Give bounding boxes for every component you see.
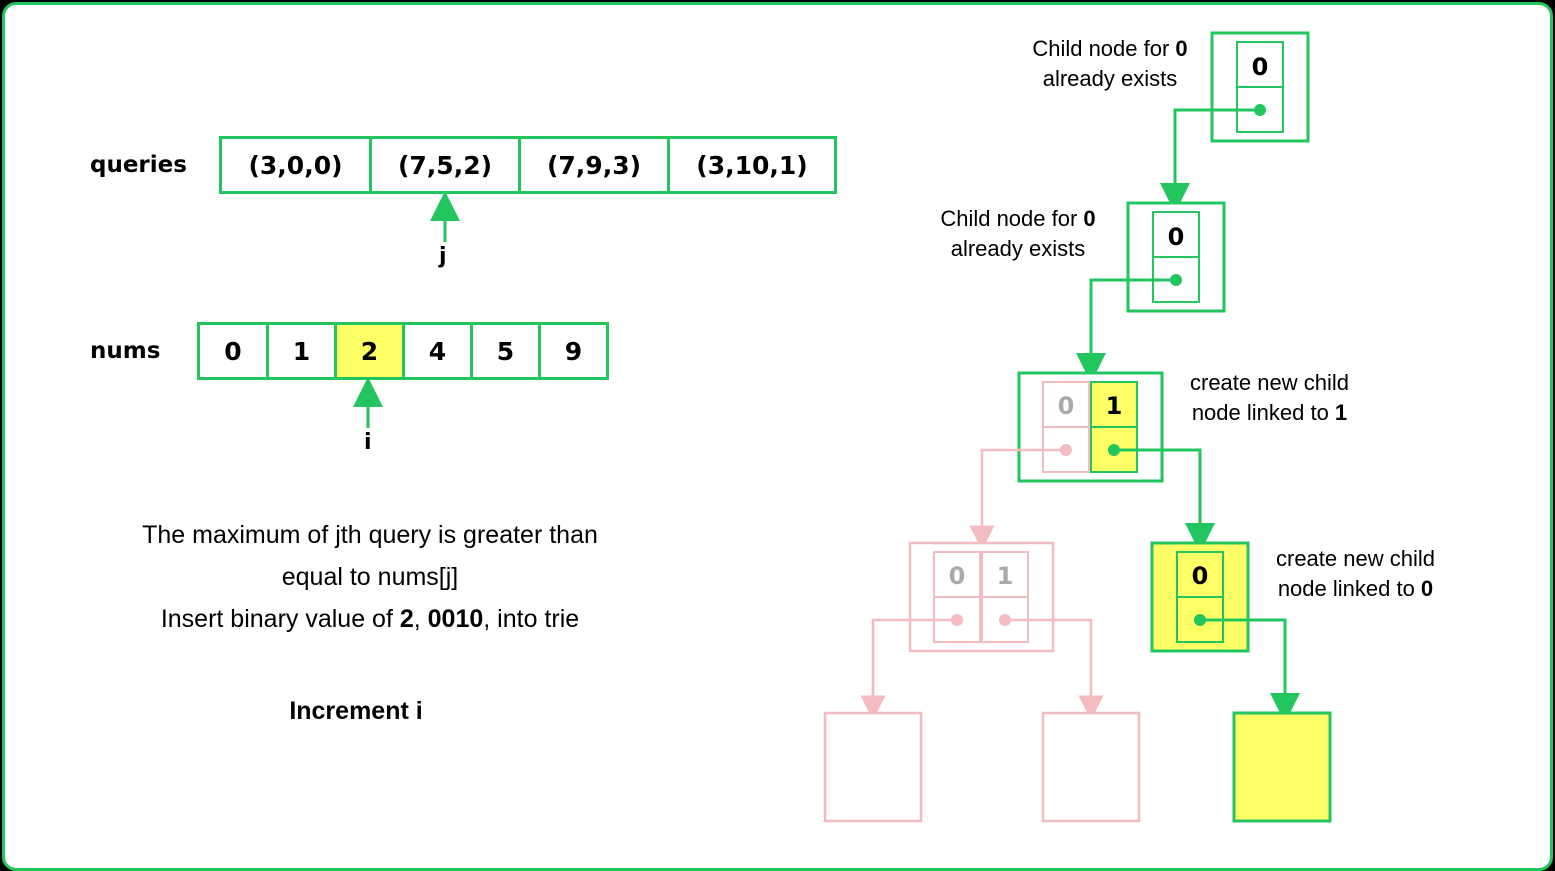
num-cell-highlighted: 2 xyxy=(334,325,402,377)
leaf-node-faded-left xyxy=(823,711,923,823)
pointer-i-label: i xyxy=(364,430,372,455)
edge-3-5 xyxy=(1114,448,1215,553)
explanation-line1: The maximum of jth query is greater than xyxy=(142,521,598,549)
edge-1-2 xyxy=(1160,108,1260,213)
edge-4-left-faded xyxy=(860,618,957,721)
node3-bit-0: 0 xyxy=(1058,392,1075,420)
action-text: Increment i xyxy=(289,697,423,725)
node2-bit: 0 xyxy=(1168,223,1185,251)
nums-label: nums xyxy=(90,338,161,364)
num-cell: 4 xyxy=(402,325,470,377)
node1-bit: 0 xyxy=(1252,53,1269,81)
edge-5-leaf xyxy=(1200,618,1300,723)
explanation-text: The maximum of jth query is greater than… xyxy=(90,514,650,640)
trie-node-1: 0 xyxy=(1210,31,1310,143)
explanation-line3: Insert binary value of 2, 0010, into tri… xyxy=(160,605,580,633)
node4-bit-0: 0 xyxy=(949,562,966,590)
leaf-node-faded-right xyxy=(1041,711,1141,823)
node4-bit-1: 1 xyxy=(997,562,1014,590)
node3-note: create new child node linked to 1 xyxy=(1190,370,1349,425)
query-cell: (3,10,1) xyxy=(667,139,834,191)
explanation-line2: equal to nums[j] xyxy=(281,563,459,591)
queries-label: queries xyxy=(90,152,187,178)
nums-array: 0 1 2 4 5 9 xyxy=(197,322,609,380)
trie-node-3: 0 1 xyxy=(1017,371,1164,483)
node5-note: create new child node linked to 0 xyxy=(1276,546,1435,601)
trie-node-5: 0 xyxy=(1150,541,1250,653)
num-cell: 9 xyxy=(538,325,606,377)
leaf-node-new xyxy=(1232,711,1332,823)
query-cell: (7,5,2) xyxy=(369,139,518,191)
queries-array: (3,0,0) (7,5,2) (7,9,3) (3,10,1) xyxy=(219,136,837,194)
edge-4-right-faded xyxy=(1005,618,1104,721)
num-cell: 5 xyxy=(470,325,538,377)
edge-2-3 xyxy=(1076,278,1176,383)
query-cell: (3,0,0) xyxy=(248,150,343,180)
query-cell: (7,9,3) xyxy=(518,139,667,191)
node5-bit: 0 xyxy=(1192,562,1209,590)
edge-3-4-faded xyxy=(969,448,1066,551)
num-cell: 1 xyxy=(266,325,334,377)
num-cell: 0 xyxy=(224,336,242,366)
node3-bit-1: 1 xyxy=(1106,392,1123,420)
trie-node-2: 0 xyxy=(1126,201,1226,313)
pointer-j-label: j xyxy=(439,244,447,269)
node2-note: Child node for 0 already exists xyxy=(940,206,1096,261)
node1-note: Child node for 0 already exists xyxy=(1032,36,1188,91)
trie-node-4-faded: 0 1 xyxy=(908,541,1055,653)
